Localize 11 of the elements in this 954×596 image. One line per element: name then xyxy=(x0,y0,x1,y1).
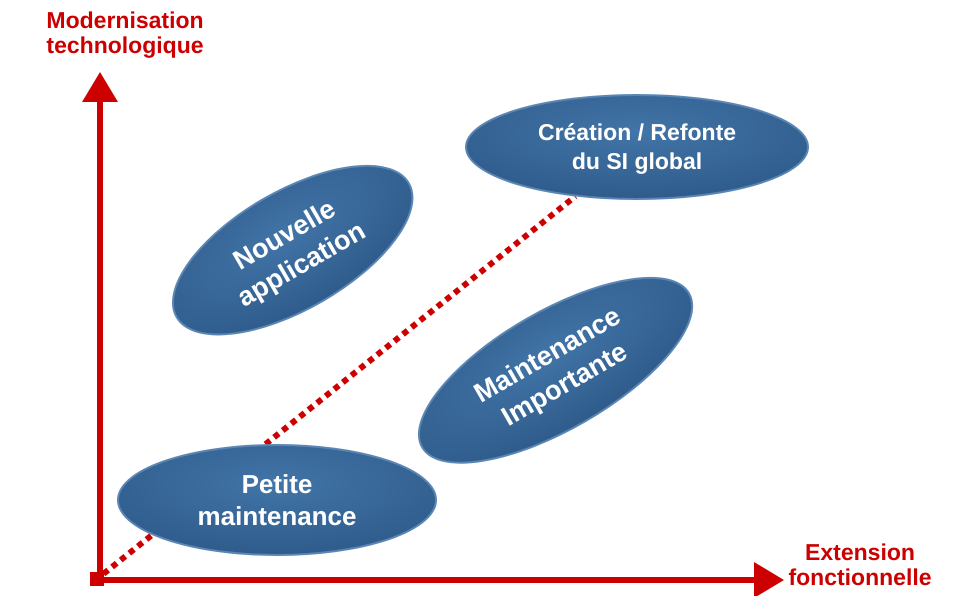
origin-square xyxy=(90,572,104,586)
dotted-line xyxy=(102,532,154,576)
ellipse-node xyxy=(170,162,416,338)
ellipse-node xyxy=(463,92,811,202)
axis-label: Extension fonctionnelle xyxy=(787,540,933,591)
dotted-line xyxy=(264,194,578,447)
node-label: Petite maintenance xyxy=(196,468,358,532)
ellipse-node xyxy=(115,442,439,558)
ellipse-node xyxy=(416,274,696,466)
node-label: Création / Refonte du SI global xyxy=(536,118,738,176)
axis-label: Modernisation technologique xyxy=(45,8,205,59)
